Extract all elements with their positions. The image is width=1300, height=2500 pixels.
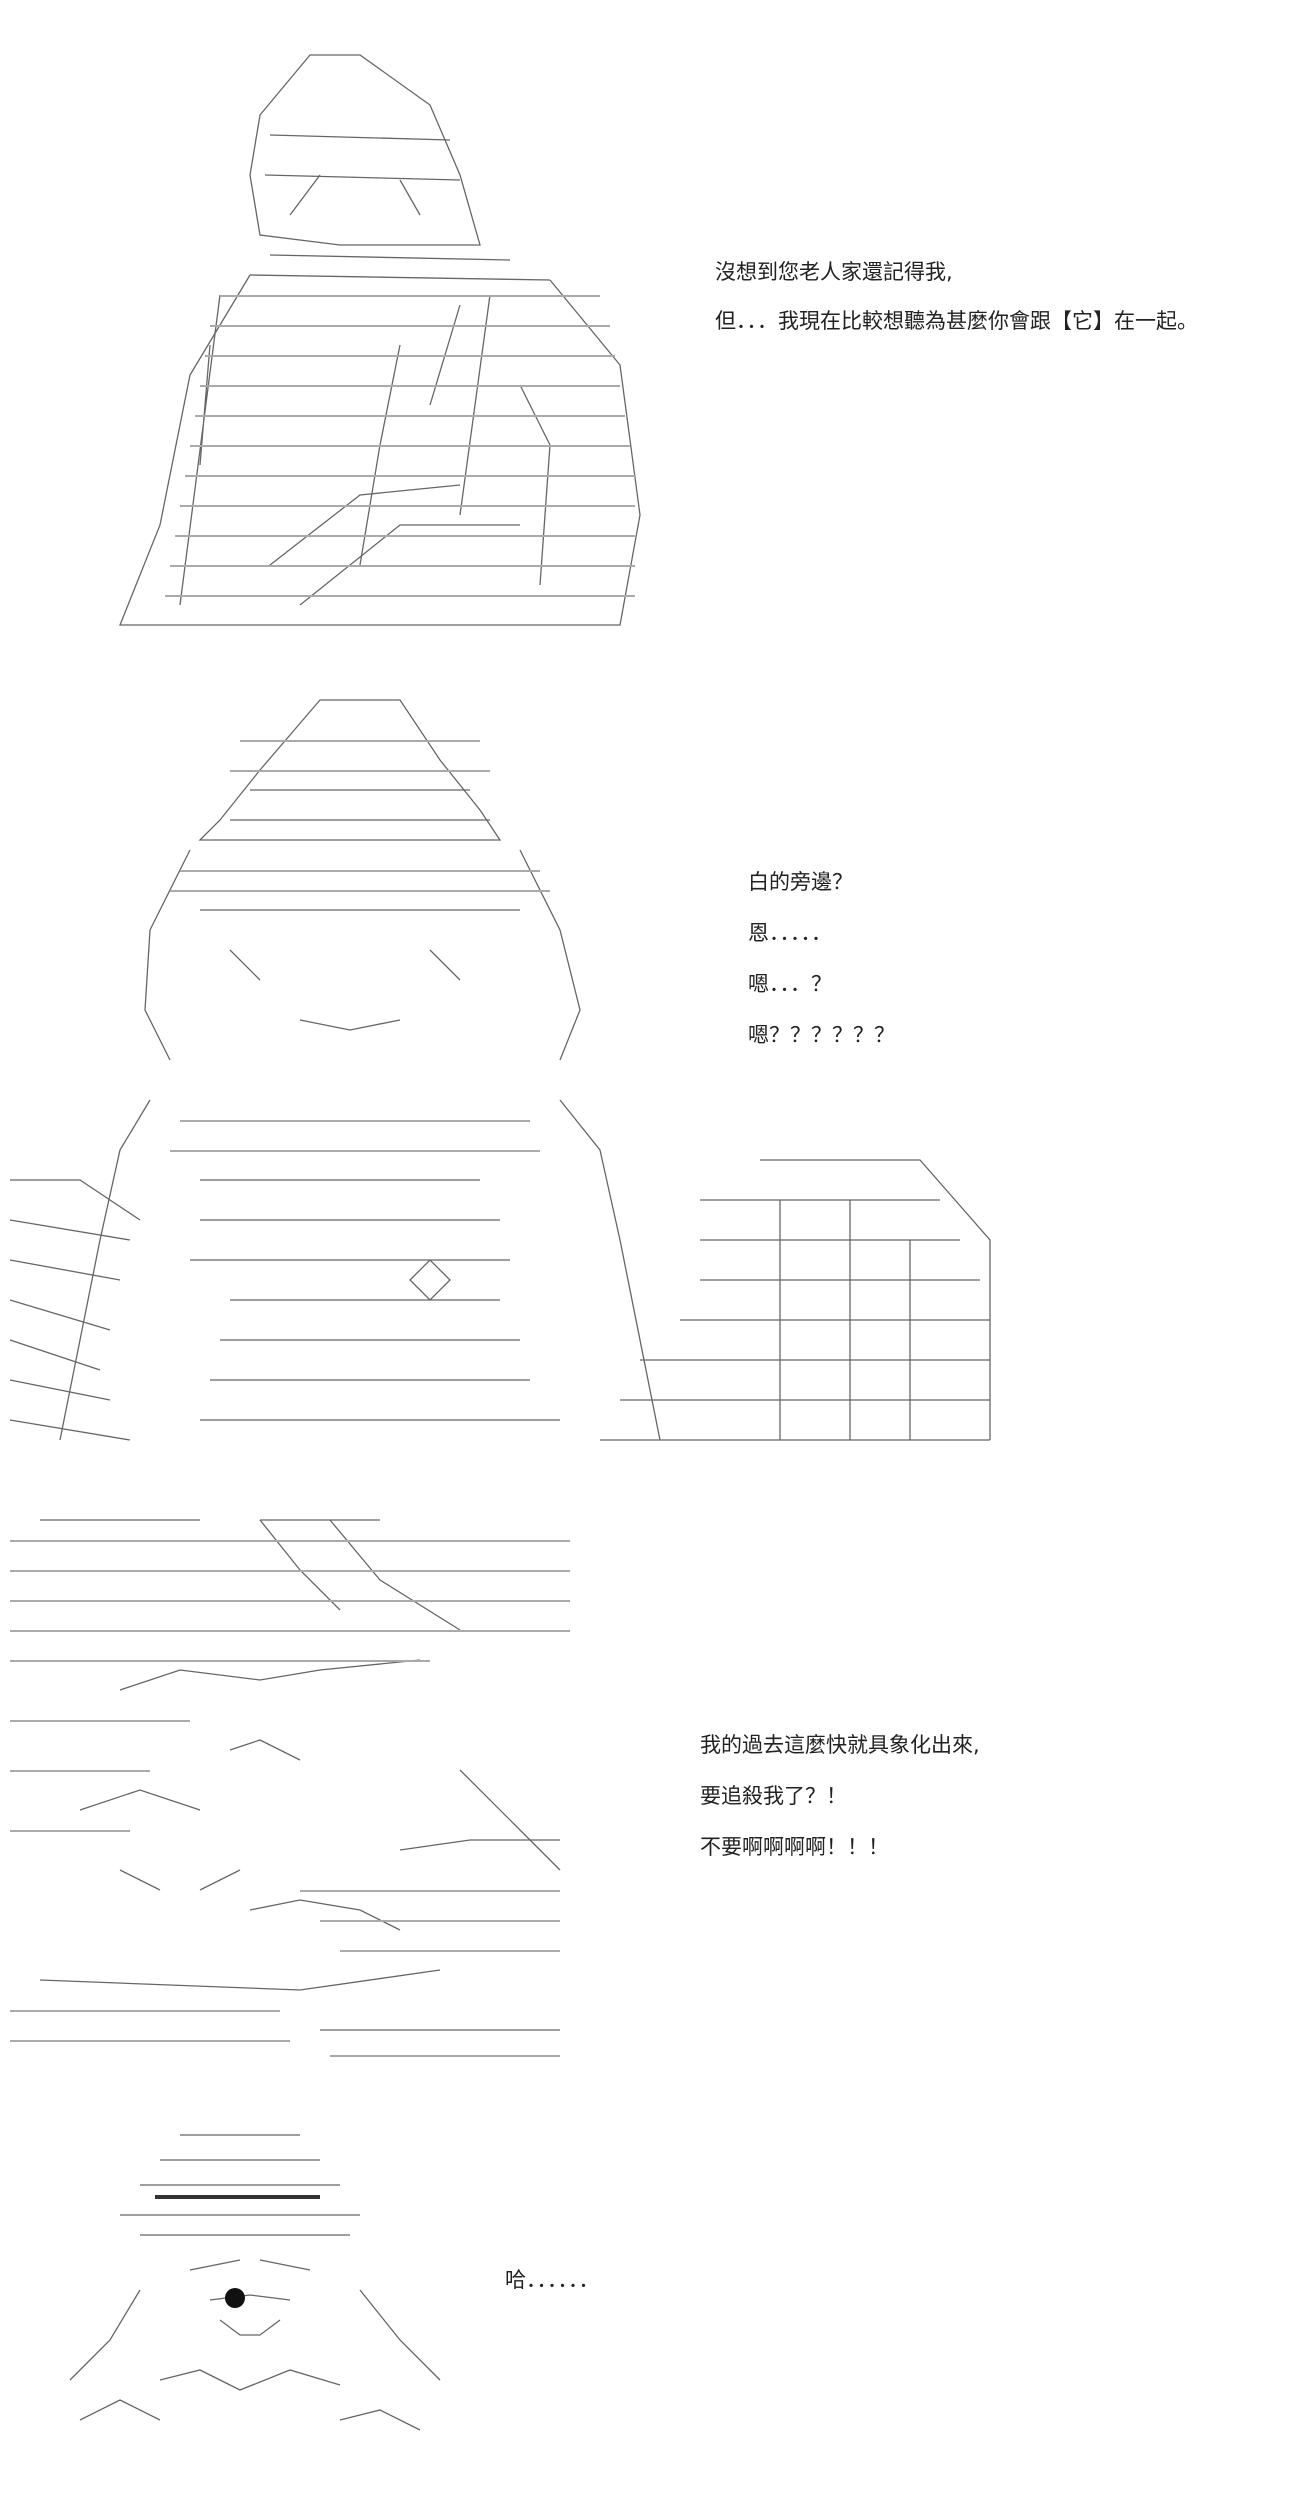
small-figure-ascii-art [40,2120,460,2460]
dialog-line: 嗯．．．？ [748,972,832,996]
dialog-line: 哈．．．．．． [505,2268,600,2292]
dialog-line: 嗯？？？？？？ [748,1023,895,1047]
scene2-dialog: 白的旁邊？ 恩．．．．． 嗯．．．？ 嗯？？？？？？ [748,872,895,1046]
scene1-dialog: 沒想到您老人家還記得我, 但．．．我現在比較想聽為甚麼你會跟【它】在一起。 [715,262,1198,332]
dialog-line: 沒想到您老人家還記得我, [715,260,953,284]
panicked-figure-ascii-art [0,1510,580,2070]
dialog-line: 要追殺我了？！ [700,1784,847,1808]
scene3-dialog: 我的過去這麼快就具象化出來, 要追殺我了？！ 不要啊啊啊啊！！！ [700,1735,980,1858]
dialog-line: 白的旁邊？ [748,870,853,894]
dialog-line: 恩．．．．． [748,921,832,945]
dialog-line: 我的過去這麼快就具象化出來, [700,1733,980,1757]
dialog-line: 不要啊啊啊啊！！！ [700,1835,889,1859]
dialog-line: 但．．．我現在比較想聽為甚麼你會跟【它】在一起。 [715,309,1198,333]
filled-eye-icon [225,2288,245,2308]
girl-with-hat-ascii-art [0,680,1000,1480]
hooded-figure-ascii-art [100,45,660,645]
scene4-dialog: 哈．．．．．． [505,2270,600,2291]
